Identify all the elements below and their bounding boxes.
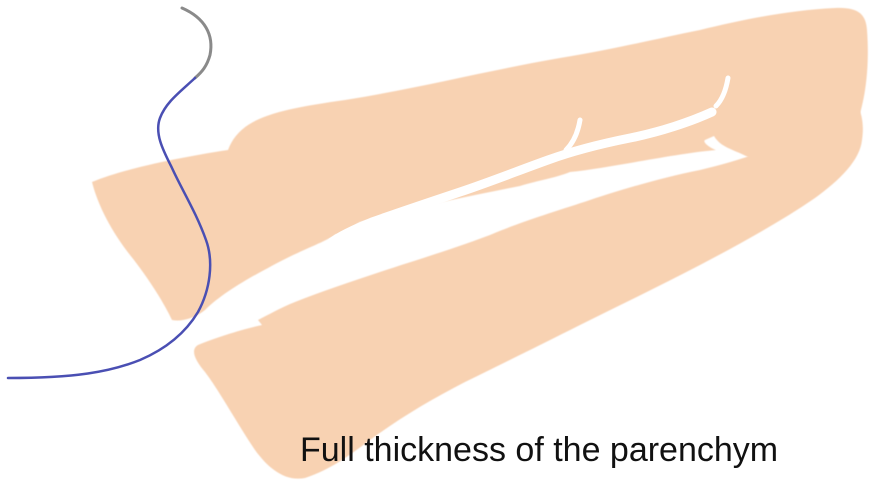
diagram-caption: Full thickness of the parenchym xyxy=(300,430,885,470)
suture-thread-tail xyxy=(182,8,211,78)
